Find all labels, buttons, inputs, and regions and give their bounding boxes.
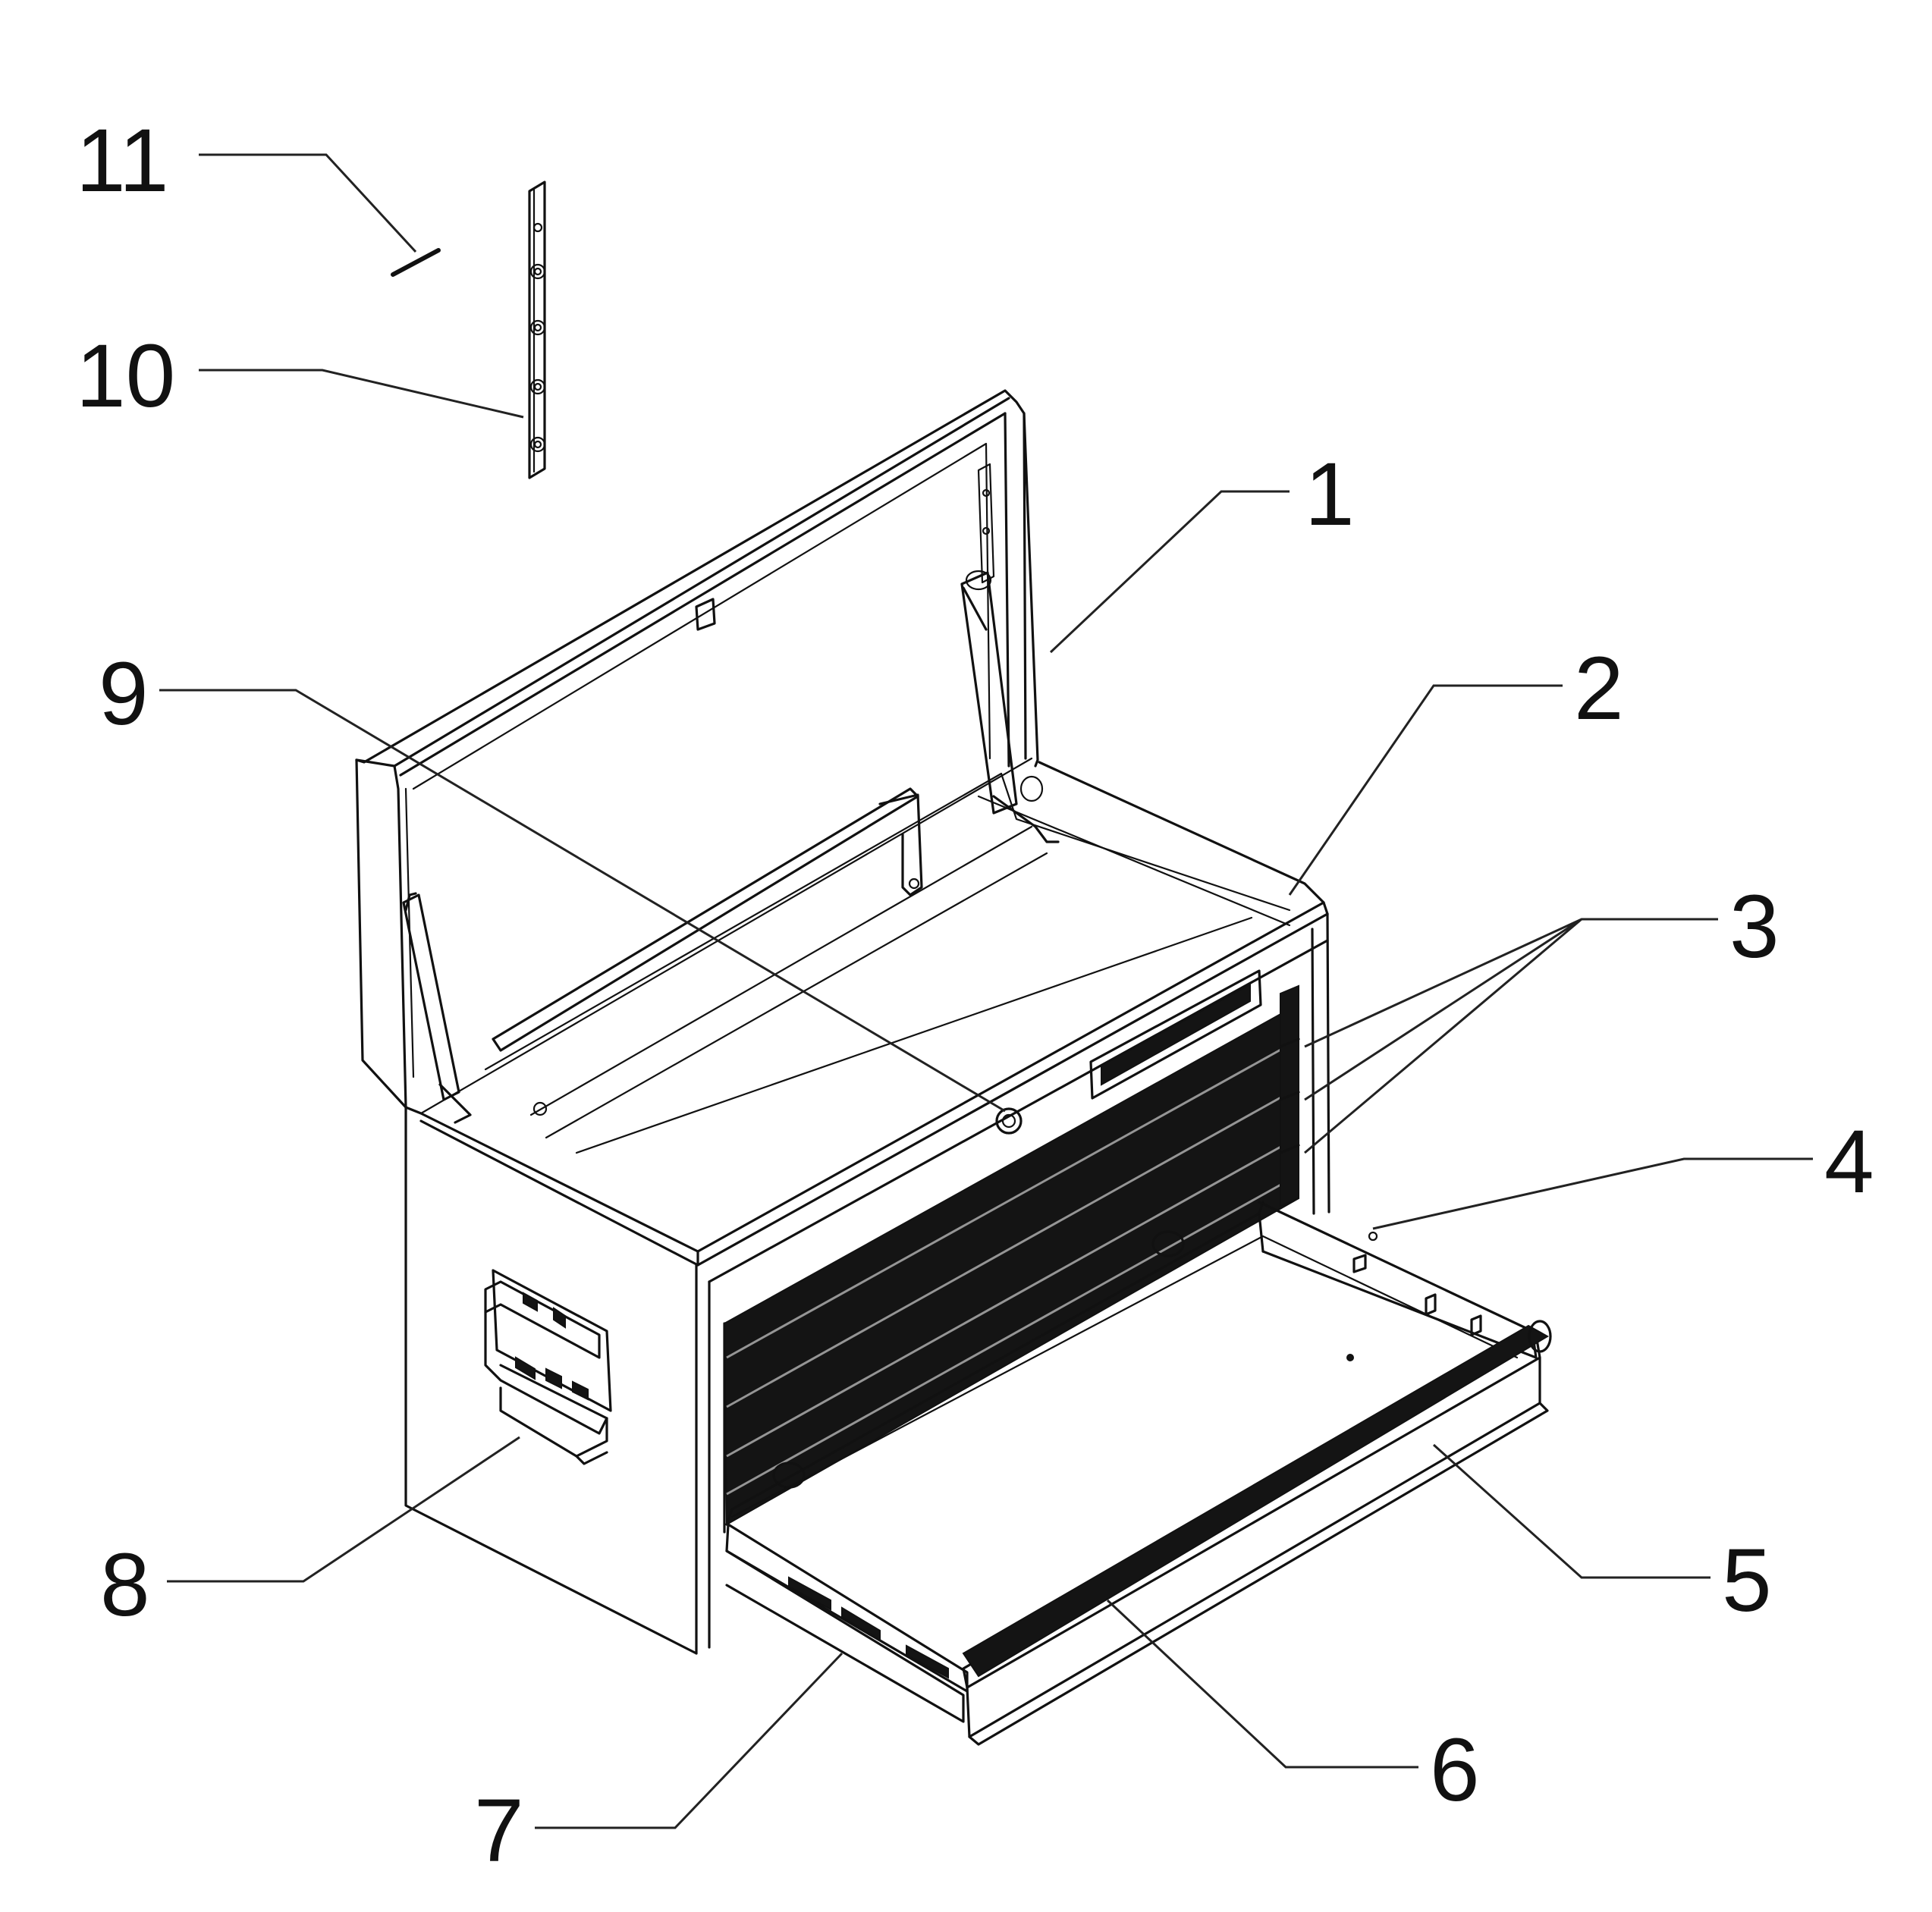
callout-6: 6 (1430, 1720, 1480, 1820)
leader-9 (159, 689, 1006, 1113)
leader-7 (535, 1652, 843, 1829)
callout-1: 1 (1305, 444, 1355, 545)
callout-5: 5 (1722, 1531, 1772, 1631)
callout-3: 3 (1729, 877, 1780, 977)
callout-7: 7 (474, 1781, 524, 1881)
callout-9: 9 (99, 644, 149, 744)
leader-6 (1106, 1599, 1418, 1769)
chest-body (404, 757, 1330, 1655)
leader-lines (159, 153, 1813, 1829)
callout-2: 2 (1574, 639, 1624, 739)
hinge-pin-part (391, 248, 441, 277)
callout-labels: 1 2 3 4 5 6 7 8 9 10 11 (76, 111, 1874, 1881)
callout-10: 10 (76, 326, 175, 426)
leader-3 (1304, 918, 1718, 1154)
leader-8 (167, 1436, 520, 1583)
open-drawer (725, 1201, 1552, 1746)
side-handle (484, 1269, 612, 1465)
leader-10 (199, 369, 524, 419)
callout-4: 4 (1824, 1112, 1874, 1212)
drawer-stack (723, 984, 1300, 1534)
open-lid (355, 389, 1060, 1124)
callout-8: 8 (100, 1535, 150, 1635)
leader-11 (199, 153, 417, 253)
leader-4 (1372, 1157, 1813, 1230)
leader-2 (1288, 684, 1563, 896)
leader-1 (1049, 490, 1290, 654)
callout-11: 11 (76, 111, 169, 211)
leader-5 (1432, 1443, 1711, 1579)
hinge-plate-part (528, 181, 546, 479)
